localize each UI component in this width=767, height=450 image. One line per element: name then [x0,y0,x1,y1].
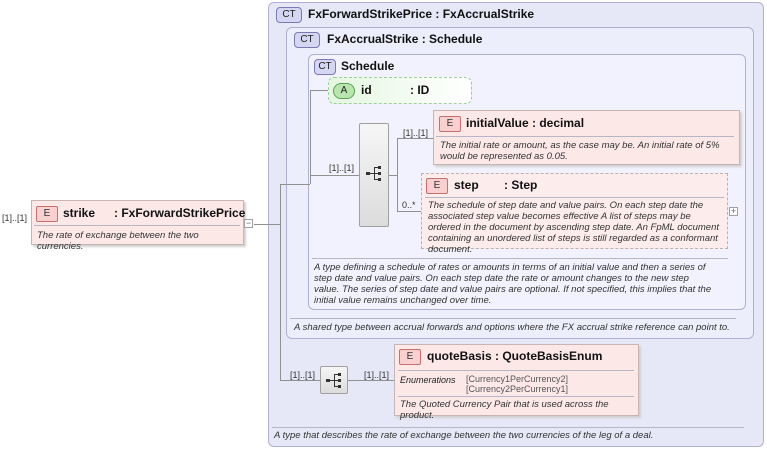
element-name: step [454,178,479,192]
connector-line [280,184,281,380]
element-badge: E [426,178,448,194]
element-strike[interactable] [31,200,244,245]
connector-line [397,138,433,139]
connector-line [348,380,394,381]
connector-line [254,224,280,225]
separator [290,318,736,319]
connector-line [389,175,397,176]
separator [425,197,724,198]
complex-type-title: Schedule [341,59,395,73]
complex-type-badge: CT [294,32,320,48]
connector-line [280,380,320,381]
separator [312,258,728,259]
element-initialvalue[interactable] [433,110,740,165]
separator [436,136,734,137]
element-name: strike [63,206,96,220]
element-cardinality: [1]..[1] [403,128,429,138]
separator [34,225,240,226]
element-badge: E [36,206,58,222]
complex-type-description: A shared type between accrual forwards a… [294,322,730,333]
element-badge: E [439,116,461,132]
element-description: The rate of exchange between the two cur… [37,230,199,252]
element-badge: E [399,349,421,365]
sequence-cardinality: [1]..[1] [290,370,316,380]
attribute-badge: A [333,83,355,99]
sequence-icon [326,373,341,388]
element-step[interactable] [421,173,728,249]
connector-line [310,90,328,91]
complex-type-badge: CT [276,7,302,23]
complex-type-description: A type that describes the rate of exchan… [274,430,654,441]
element-cardinality: [1]..[1] [2,213,28,223]
connector-line [310,90,311,184]
separator [398,396,634,397]
complex-type-description: A type defining a schedule of rates or a… [314,262,712,306]
collapse-icon[interactable]: − [244,218,253,228]
connector-line [397,211,421,212]
element-description: The initial rate or amount, as the case … [440,140,720,162]
connector-line [280,184,310,185]
connector-line [310,175,359,176]
element-title: quoteBasis : QuoteBasisEnum [427,349,603,363]
sequence-cardinality: [1]..[1] [329,163,355,173]
element-type: : Step [504,178,538,192]
connector-line [397,138,398,212]
element-title: initialValue : decimal [466,116,585,130]
attribute-type: : ID [410,83,430,97]
complex-type-title: FxForwardStrikePrice : FxAccrualStrike [308,7,535,21]
complex-type-badge: CT [314,59,336,75]
element-cardinality: [1]..[1] [364,370,390,380]
enumeration-value: [Currency1PerCurrency2] [466,374,569,384]
element-description: The Quoted Currency Pair that is used ac… [400,399,609,421]
enumerations-label: Enumerations [400,375,456,385]
element-cardinality: 0..* [402,200,416,210]
separator [398,370,634,371]
element-type: : FxForwardStrikePrice [114,206,246,220]
sequence-compositor[interactable] [320,366,348,394]
expand-icon[interactable]: + [729,206,738,216]
separator [272,427,744,428]
attribute-name: id [361,83,372,97]
element-quotebasis[interactable] [394,344,639,416]
enumeration-value: [Currency2PerCurrency1] [466,384,569,394]
sequence-icon [366,166,381,181]
complex-type-title: FxAccrualStrike : Schedule [327,32,483,46]
element-description: The schedule of step date and value pair… [428,200,719,255]
